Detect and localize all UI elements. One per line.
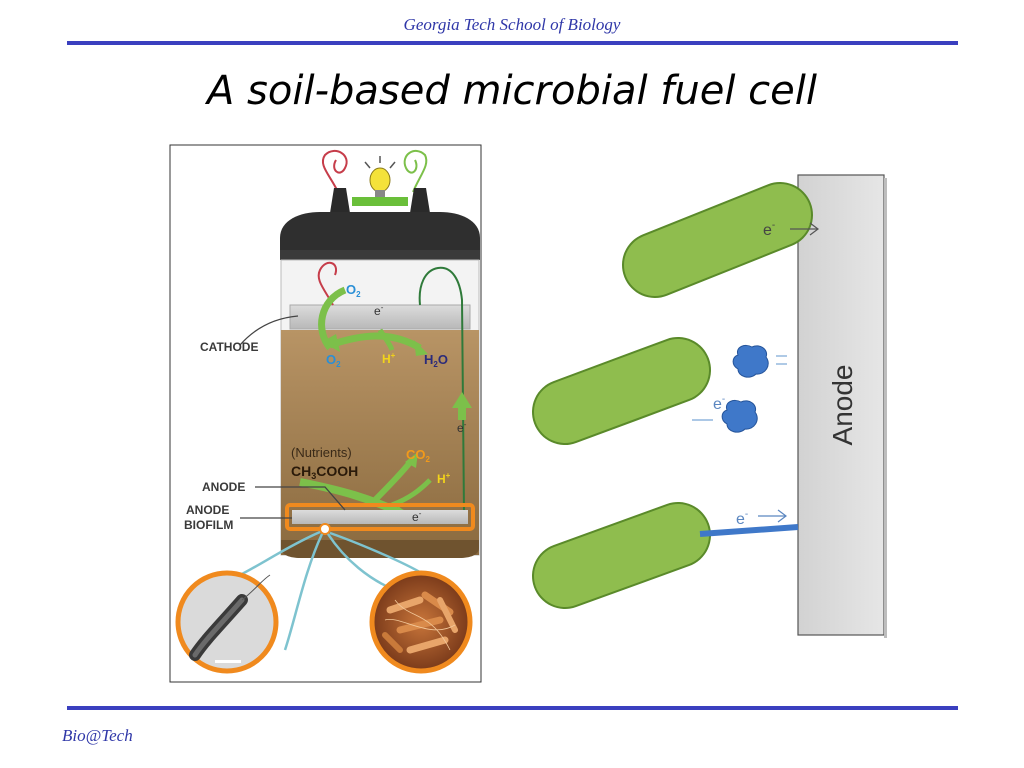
- red-wire-top: [321, 149, 348, 193]
- water: H2O: [424, 352, 448, 369]
- red-wire-inner: [317, 261, 338, 306]
- electron-label-2: e-: [713, 394, 725, 413]
- green-wire-inner: [418, 266, 465, 513]
- electron-anode: e-: [412, 509, 422, 524]
- footer-text: Bio@Tech: [62, 726, 133, 745]
- anode-biofilm-outline: [285, 503, 475, 531]
- electron-label-1: e-: [763, 220, 775, 239]
- light-bulb-icon: [364, 156, 396, 197]
- bacterium-direct-contact: [622, 182, 813, 298]
- bacterium-micrograph-1: [175, 570, 279, 674]
- bulb-base: [352, 197, 408, 206]
- electron-label-3: e-: [736, 509, 748, 528]
- header-institution: Georgia Tech School of Biology: [403, 15, 621, 34]
- o2-top: O2: [346, 282, 361, 299]
- electron-wire: e-: [457, 420, 467, 435]
- acetate: CH3COOH: [291, 463, 358, 481]
- nutrients-label: (Nutrients): [291, 445, 352, 460]
- cathode-label: CATHODE: [200, 340, 258, 354]
- bacterium-nanowire: [532, 502, 711, 609]
- bacteria-micrograph-2: [369, 570, 473, 674]
- anode-leader: [255, 486, 346, 511]
- green-wire-top: [403, 149, 428, 193]
- anode-text: Anode: [827, 365, 858, 446]
- arrow-right-icon: [790, 222, 819, 236]
- top-divider: [67, 41, 958, 45]
- o2-bottom: O2: [326, 352, 341, 369]
- anode-transfer-diagram: Anode e- e- e-: [532, 174, 887, 638]
- anode-label: ANODE: [202, 480, 245, 494]
- mediator-shuttle-2: [721, 399, 758, 433]
- h-plus-top: H+: [382, 351, 396, 366]
- reduction-arrow: [328, 332, 422, 352]
- nanowire-arrow-icon: [758, 509, 787, 523]
- left-terminal: [330, 188, 350, 213]
- h-plus-bottom: H+: [437, 471, 451, 486]
- electron-cathode: e-: [374, 303, 384, 318]
- co2: CO2: [406, 447, 431, 464]
- anode-bar: [797, 174, 885, 636]
- cathode-leader: [239, 315, 299, 346]
- nanowire: [699, 524, 799, 537]
- fuel-cell-illustration: CATHODE ANODE ANODE BIOFILM (Nutrients) …: [169, 144, 482, 683]
- anode-biofilm-label-line2: BIOFILM: [184, 518, 233, 532]
- slide-title: A soil-based microbial fuel cell: [206, 68, 818, 114]
- jar-lid: [280, 212, 480, 258]
- anode-plate: [292, 510, 468, 524]
- bacterium-mediator: [532, 337, 711, 445]
- anode-biofilm-label-line1: ANODE: [186, 503, 229, 517]
- electron-up-arrow: [452, 392, 472, 420]
- nutrient-arrow: [299, 478, 407, 519]
- right-terminal: [410, 188, 430, 213]
- zoom-point: [319, 523, 331, 535]
- mediator-shuttle-1: [732, 344, 769, 378]
- bottom-divider: [67, 706, 958, 710]
